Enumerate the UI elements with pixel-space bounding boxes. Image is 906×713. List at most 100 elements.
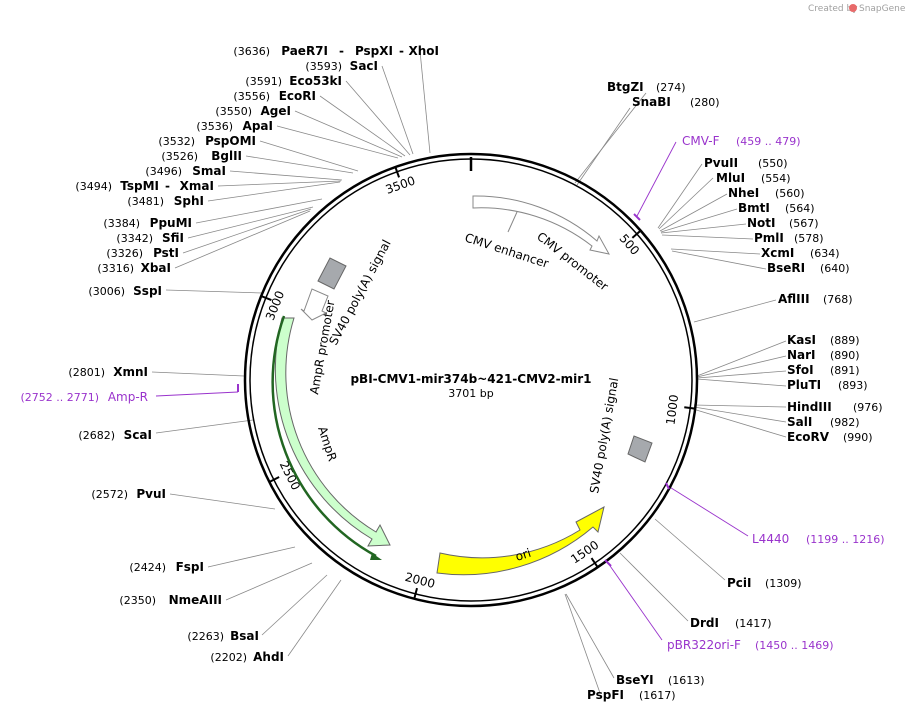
leader-pvuii: [657, 163, 703, 229]
site-sali: SalI: [787, 415, 812, 429]
site-nhei-pos: (560): [775, 187, 805, 200]
site-tspmi-pos: (3494): [75, 180, 112, 193]
label-sv40-polya-right: SV40 poly(A) signal: [587, 377, 621, 495]
site-mlui-pos: (554): [761, 172, 791, 185]
site-tspmi-dash: -: [165, 179, 170, 193]
site-noti-pos: (567): [789, 217, 819, 230]
primer-cmv-f-range: (459 .. 479): [736, 135, 801, 148]
leader-xbai: [174, 210, 311, 269]
primer-cmv-f: CMV-F: [682, 134, 720, 148]
site-sfii: SfiI: [162, 231, 184, 245]
site-fspi-pos: (2424): [129, 561, 166, 574]
leader-drdi: [619, 552, 689, 622]
site-scai-pos: (2682): [78, 429, 115, 442]
site-eco53ki: Eco53kI: [289, 74, 342, 88]
tick-mark: [268, 476, 280, 483]
leader-scai: [155, 419, 254, 434]
leader-saci: [381, 65, 414, 155]
site-paer7i-pos: (3636): [233, 45, 270, 58]
leader-hindiii: [693, 404, 787, 408]
site-sali-pos: (982): [830, 416, 860, 429]
leader-bseyi: [565, 593, 615, 679]
credit-prefix: Created by: [808, 4, 858, 14]
site-apai: ApaI: [243, 119, 273, 133]
site-pvuii: PvuII: [704, 156, 738, 170]
site-sphi-pos: (3481): [127, 195, 164, 208]
leader-sfii: [187, 206, 314, 239]
site-pvuii-pos: (550): [758, 157, 788, 170]
leader-sfoi: [696, 370, 787, 379]
site-ppumi: PpuMI: [150, 216, 192, 230]
site-pmli: PmlI: [754, 231, 784, 245]
site-sspi: SspI: [133, 284, 162, 298]
tick-mark: [260, 295, 272, 302]
tick-label: 2000: [403, 570, 436, 591]
site-bsai-pos: (2263): [187, 630, 224, 643]
site-apai-pos: (3536): [196, 120, 233, 133]
site-pspfi-pos: (1617): [639, 689, 676, 702]
leader-pspfi: [564, 593, 601, 694]
site-nari: NarI: [787, 348, 816, 362]
site-xcmi: XcmI: [761, 246, 794, 260]
site-pspomi-pos: (3532): [158, 135, 195, 148]
site-bglii-pos: (3526): [161, 150, 198, 163]
label-sv40-polya-top: SV40 poly(A) signal: [326, 237, 393, 347]
site-xhoi: XhoI: [408, 44, 439, 58]
site-saci: SacI: [350, 59, 378, 73]
site-sfii-pos: (3342): [116, 232, 153, 245]
feature-ori: [436, 506, 605, 576]
site-btgzi: BtgZI: [607, 80, 644, 94]
site-xmai: XmaI: [180, 179, 214, 193]
leader-ppumi: [195, 198, 323, 224]
leader-kasi: [696, 340, 787, 377]
leader-pspomi: [259, 140, 359, 172]
site-drdi-pos: (1417): [735, 617, 772, 630]
credit: Created by SnapGene: [808, 4, 906, 14]
site-agei: AgeI: [261, 104, 291, 118]
site-pspomi: PspOMI: [205, 134, 256, 148]
site-saci-pos: (3593): [305, 60, 342, 73]
label-ampr: AmpR: [315, 425, 339, 463]
leader-pbr322ori-f: [607, 562, 663, 641]
site-xmni: XmnI: [113, 365, 148, 379]
leader-l4440: [667, 485, 749, 537]
site-afliii-pos: (768): [823, 293, 853, 306]
site-bmti: BmtI: [738, 201, 770, 215]
feature-sv40-polya-top: [317, 257, 347, 290]
site-ppumi-pos: (3384): [103, 217, 140, 230]
leader-ecori: [319, 95, 406, 157]
feature-ampr: [274, 317, 391, 547]
feature-cmv-arrow: [472, 195, 610, 255]
primer-mark-pbr322ori-f: [604, 559, 612, 567]
site-ecori: EcoRI: [279, 89, 316, 103]
leader-nari: [696, 355, 787, 378]
site-snabi-pos: (280): [690, 96, 720, 109]
site-pvui: PvuI: [136, 487, 166, 501]
primer-l4440-range: (1199 .. 1216): [806, 533, 885, 546]
feature-sv40-polya-right: [627, 435, 653, 463]
site-pluti-pos: (893): [838, 379, 868, 392]
leader-nmeaiii: [225, 562, 313, 601]
leader-noti: [660, 223, 747, 234]
leader-tspmi: [217, 180, 342, 187]
tick-mark: [413, 587, 418, 600]
leader-bglii: [245, 155, 354, 174]
leader-bsai: [261, 574, 328, 636]
tick-mark: [631, 229, 642, 239]
primer-mark-l4440: [665, 482, 670, 490]
plasmid-length: 3701 bp: [448, 387, 493, 400]
site-bmti-pos: (564): [785, 202, 815, 215]
site-agei-pos: (3550): [215, 105, 252, 118]
credit-brand: SnapGene: [859, 4, 906, 14]
site-beri: BseRI: [767, 261, 805, 275]
leader-agei: [294, 110, 403, 158]
site-eco53ki-pos: (3591): [245, 75, 282, 88]
site-pspxi-dash: -: [339, 44, 344, 58]
site-pcii-pos: (1309): [765, 577, 802, 590]
leader-apai: [276, 125, 399, 159]
primer-marks: [237, 213, 670, 567]
site-nmeaiii-pos: (2350): [119, 594, 156, 607]
primer-amp-r-range: (2752 .. 2771): [20, 391, 99, 404]
site-bseyi: BseYI: [616, 673, 654, 687]
